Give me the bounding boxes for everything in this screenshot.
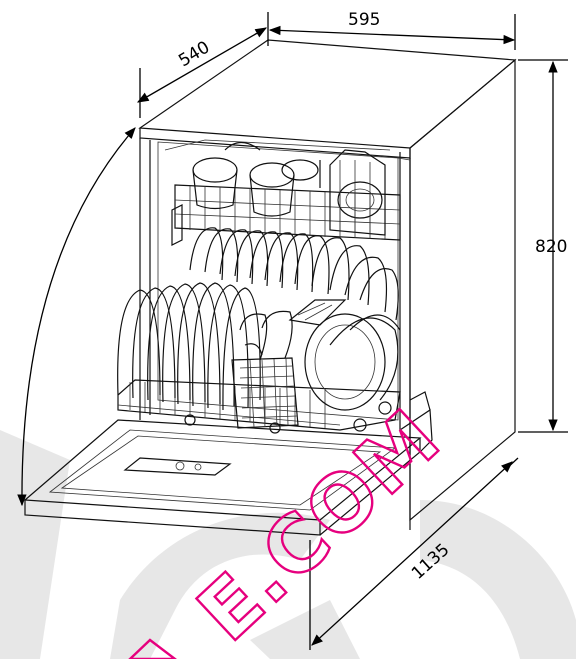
cutlery-basket [231,299,347,429]
dimension-lines [17,12,568,650]
depth-dimension-line [136,27,268,103]
height-label: 820 [535,237,567,257]
width-label: 595 [348,10,380,30]
tub-interior [157,141,399,421]
plates-front [117,282,401,411]
depth-label: 540 [175,37,213,71]
detergent-dispenser [123,457,232,476]
door-swing-arc [17,127,136,507]
open-depth-dimension-line [311,461,513,646]
watermark-fragment [128,638,177,659]
upper-basket [171,141,401,246]
plates-rear [189,227,399,321]
width-dimension-line [268,25,516,45]
